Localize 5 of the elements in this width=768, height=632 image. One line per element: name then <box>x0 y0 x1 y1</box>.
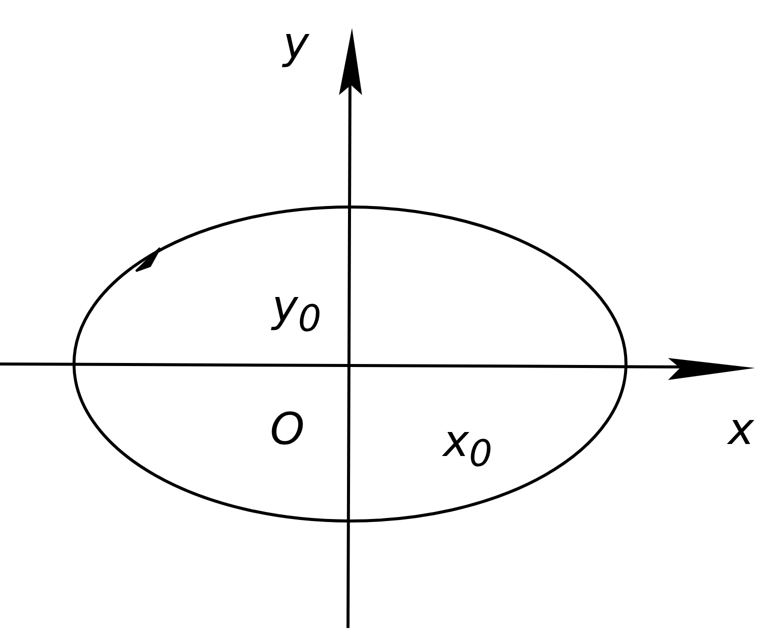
point-label: y$_{0}$ <box>272 285 322 338</box>
point-label: x$_{0}$ <box>443 420 492 472</box>
axis-label: x <box>728 408 754 452</box>
origin-label: O <box>270 408 305 452</box>
axis-label: y <box>283 22 310 66</box>
